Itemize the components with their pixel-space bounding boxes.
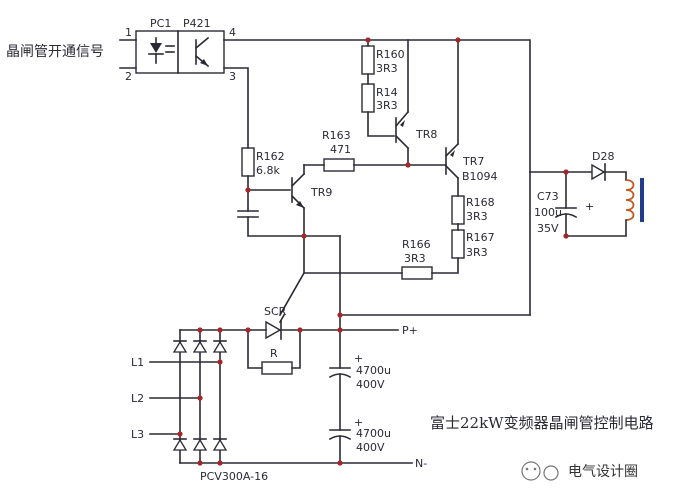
- c73-cap: 100u: [534, 206, 562, 219]
- c2-volt: 400V: [356, 441, 385, 454]
- p421-part: P421: [183, 17, 211, 30]
- input-l3: L3: [131, 428, 144, 441]
- diode-d28: [591, 163, 606, 181]
- c1-volt: 400V: [356, 378, 385, 391]
- diagram-title: 富士22kW变频器晶闸管控制电路: [430, 414, 654, 432]
- c2-cap: 4700u: [356, 427, 391, 440]
- bus-p: P+: [402, 324, 418, 337]
- resistor-r162: [241, 147, 255, 177]
- r163-val: 471: [330, 143, 351, 156]
- pin2-label: 2: [125, 70, 132, 83]
- r163-ref: R163: [322, 129, 351, 142]
- pc1-ref: PC1: [150, 17, 171, 30]
- pin3-label: 3: [229, 70, 236, 83]
- r160-val: 3R3: [376, 62, 398, 75]
- r167-val: 3R3: [466, 246, 488, 259]
- c1-plus: +: [354, 352, 363, 365]
- bus-n: N-: [415, 457, 427, 470]
- c73-plus: +: [585, 200, 594, 213]
- d28-label: D28: [592, 150, 614, 163]
- resistor-r166: [401, 266, 433, 280]
- watermark-logo-icon: [521, 461, 541, 481]
- scr-label: SCR: [264, 305, 287, 318]
- tr7-label: TR7: [462, 155, 484, 168]
- r160-ref: R160: [376, 48, 405, 61]
- r166-val: 3R3: [404, 252, 426, 265]
- junction-dots: [177, 37, 569, 466]
- resistor-r160: [361, 45, 375, 75]
- tr8-label: TR8: [415, 128, 437, 141]
- thyristor-scr: [265, 313, 286, 340]
- r166-ref: R166: [402, 238, 431, 251]
- resistor-r167: [451, 229, 465, 259]
- relay-coil: [625, 178, 644, 222]
- r-ref: R: [270, 347, 278, 360]
- c73-ref: C73: [537, 190, 559, 203]
- input-l2: L2: [131, 392, 144, 405]
- resistor-r: [261, 361, 293, 375]
- transistor-tr9: [247, 164, 306, 237]
- resistor-r168: [451, 195, 465, 225]
- tr9-label: TR9: [310, 186, 332, 199]
- r14-ref: R14: [376, 86, 398, 99]
- pin1-label: 1: [125, 26, 132, 39]
- c73-volt: 35V: [537, 222, 559, 235]
- r168-ref: R168: [466, 196, 495, 209]
- watermark: 电气设计圈: [521, 461, 638, 481]
- resistor-r14: [361, 83, 375, 113]
- transistor-tr8: [394, 39, 410, 166]
- c2-plus: +: [354, 416, 363, 429]
- input-l1: L1: [131, 356, 144, 369]
- bridge-part: PCV300A-16: [200, 470, 268, 483]
- r167-ref: R167: [466, 231, 495, 244]
- bridge-rectifier: [149, 329, 228, 464]
- r168-val: 3R3: [466, 210, 488, 223]
- resistor-r163: [323, 158, 355, 172]
- optocoupler-pc1: [135, 30, 225, 74]
- transistor-tr7: [444, 39, 460, 197]
- tr7-part: B1094: [462, 170, 498, 183]
- r162-ref: R162: [256, 150, 285, 163]
- c1-cap: 4700u: [356, 364, 391, 377]
- pin4-label: 4: [229, 26, 236, 39]
- r162-val: 6.8k: [256, 164, 280, 177]
- watermark-text: 电气设计圈: [568, 464, 638, 480]
- signal-label: 晶闸管开通信号: [6, 44, 104, 60]
- r14-val: 3R3: [376, 99, 398, 112]
